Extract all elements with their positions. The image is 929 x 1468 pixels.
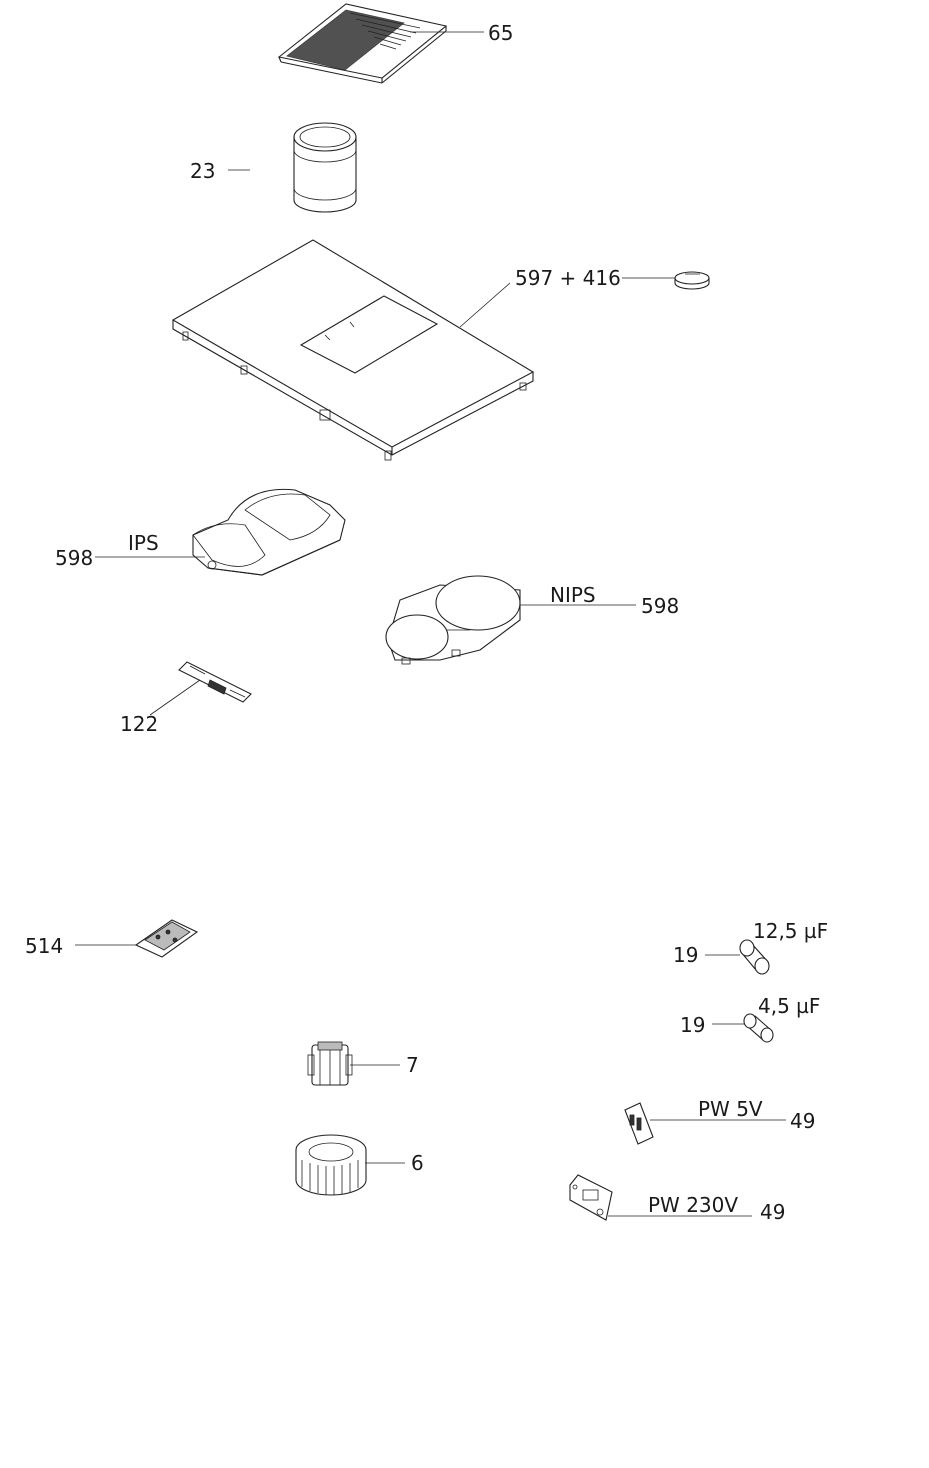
- ips-induction-module-part[interactable]: [192, 488, 346, 576]
- power-board-230v-part[interactable]: [569, 1174, 613, 1221]
- motor-part[interactable]: [307, 1041, 353, 1086]
- callout-19-b-number: 19: [680, 1013, 705, 1037]
- leader-line-597: [459, 282, 511, 328]
- nips-induction-module-part[interactable]: [385, 575, 521, 665]
- callout-122: 122: [120, 712, 158, 736]
- filter-part[interactable]: [293, 122, 357, 213]
- knob-part[interactable]: [674, 271, 710, 290]
- leader-line-122: [149, 679, 201, 716]
- fan-wheel-part[interactable]: [295, 1134, 367, 1196]
- callout-12-5uf: 12,5 µF: [753, 919, 828, 943]
- keyboard-board-part[interactable]: [178, 661, 252, 703]
- callout-65: 65: [488, 21, 513, 45]
- glass-hob-top-part[interactable]: [171, 239, 535, 461]
- capacitor-12-5uf-part[interactable]: [739, 939, 770, 975]
- callout-pw-230v: PW 230V: [648, 1193, 738, 1217]
- grille-part[interactable]: [277, 3, 448, 84]
- filter-board-part[interactable]: [134, 919, 199, 958]
- callout-598-nips-number: 598: [641, 594, 679, 618]
- callout-nips-name: NIPS: [550, 583, 596, 607]
- callout-4-5uf: 4,5 µF: [758, 994, 820, 1018]
- callout-pw-5v: PW 5V: [698, 1097, 763, 1121]
- callout-597-416: 597 + 416: [515, 266, 621, 290]
- callout-ips-name: IPS: [128, 531, 159, 555]
- power-board-5v-part[interactable]: [624, 1102, 654, 1145]
- capacitor-4-5uf-part[interactable]: [743, 1013, 774, 1043]
- callout-49-b: 49: [760, 1200, 785, 1224]
- callout-514: 514: [25, 934, 63, 958]
- callout-598-ips-number: 598: [55, 546, 93, 570]
- callout-49-a: 49: [790, 1109, 815, 1133]
- callout-19-a-number: 19: [673, 943, 698, 967]
- callout-6: 6: [411, 1151, 424, 1175]
- callout-7: 7: [406, 1053, 419, 1077]
- callout-23: 23: [190, 159, 215, 183]
